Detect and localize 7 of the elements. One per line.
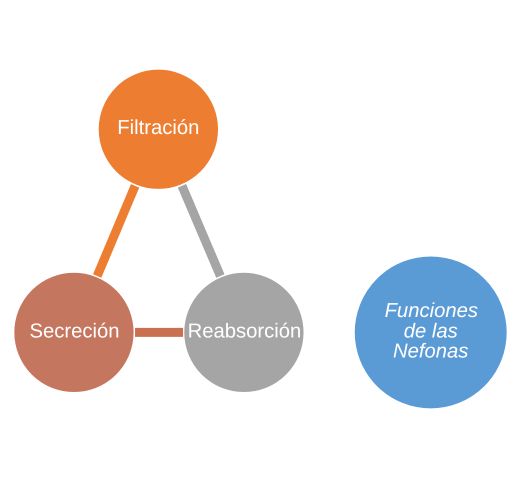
node-circle: Funciones de las Nefonas [352,254,509,410]
connector [135,327,184,336]
node-circle: Secreción [12,270,136,394]
node-circle: Reabsorción [182,270,306,394]
node-circle: Filtración [96,66,220,191]
connector [178,184,225,278]
connector [93,184,140,278]
